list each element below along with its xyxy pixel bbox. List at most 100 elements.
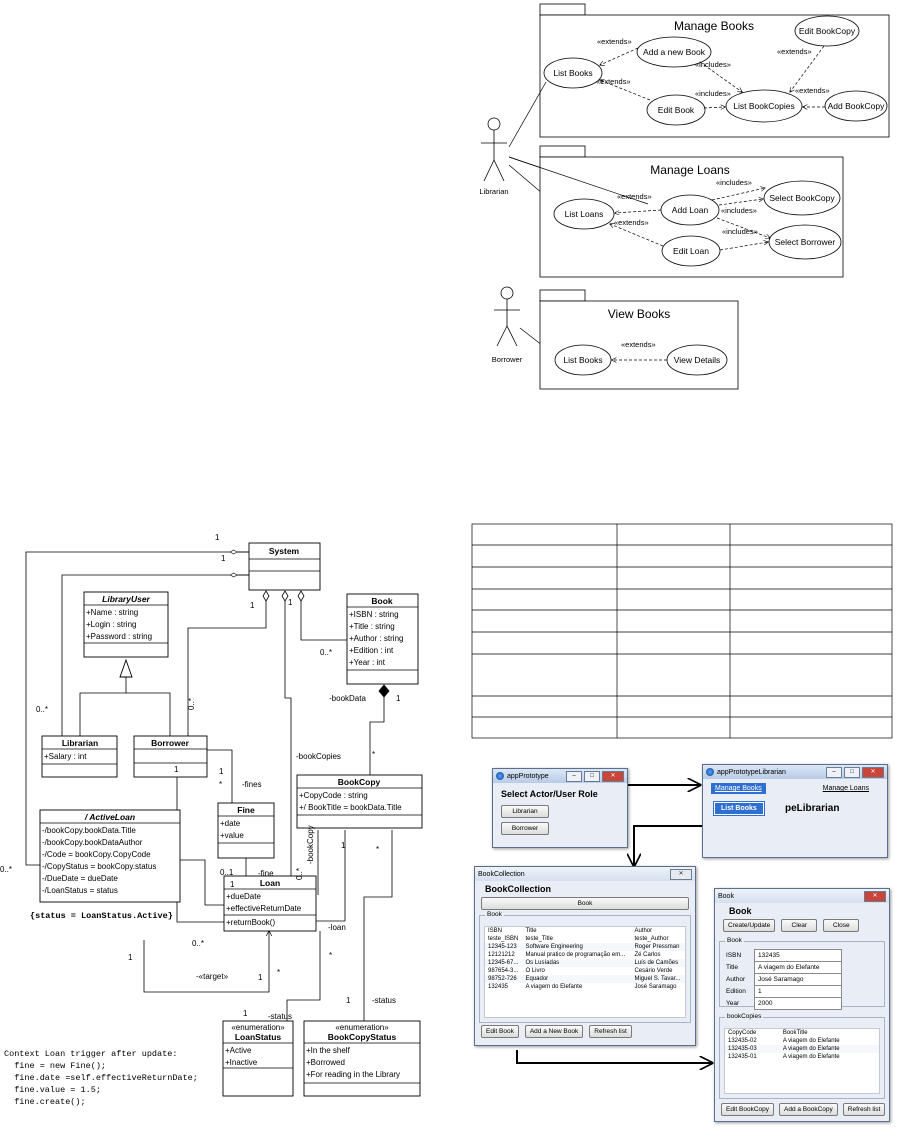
actor-borrower-label: Borrower <box>492 355 523 364</box>
actor-borrower <box>494 286 520 347</box>
close-button[interactable]: Close <box>823 919 860 932</box>
uc-edit-book: Edit Book <box>658 105 695 115</box>
class-multiplicities: 1 1 1 1 0..* 0..* 0..* -bookData 1 -book… <box>0 533 401 1021</box>
svg-text:LoanStatus: LoanStatus <box>235 1032 282 1042</box>
svg-text:*: * <box>219 780 222 789</box>
svg-text:-status: -status <box>268 1012 292 1021</box>
svg-text:+returnBook(): +returnBook() <box>226 918 275 927</box>
svg-text:+Name : string: +Name : string <box>86 608 138 617</box>
close-icon[interactable]: ✕ <box>670 868 692 880</box>
col-header[interactable]: Author <box>634 928 653 934</box>
close-icon[interactable]: ✕ <box>602 770 624 782</box>
app-orb-icon <box>496 772 504 780</box>
col-header[interactable]: BookTitle <box>782 1030 808 1036</box>
field-label: Author <box>726 975 746 983</box>
svg-text:-/CopyStatus = bookCopy.status: -/CopyStatus = bookCopy.status <box>42 862 156 871</box>
uc-view-details: View Details <box>674 355 721 365</box>
svg-text:«extends»: «extends» <box>597 37 632 46</box>
edit-bookcopy-button[interactable]: Edit BookCopy <box>721 1103 774 1116</box>
svg-text:+ISBN : string: +ISBN : string <box>349 610 399 619</box>
svg-text:-fines: -fines <box>242 780 262 789</box>
svg-text:-/DueDate = dueDate: -/DueDate = dueDate <box>42 874 118 883</box>
uc-list-books: List Books <box>553 68 592 78</box>
svg-text:«extends»: «extends» <box>777 47 812 56</box>
menu-dropdown: List Books <box>713 801 765 816</box>
menu-list-books[interactable]: List Books <box>715 803 763 814</box>
uc-edit-bookcopy: Edit BookCopy <box>799 26 856 36</box>
svg-text:+For reading in the Library: +For reading in the Library <box>306 1070 400 1079</box>
svg-text:*: * <box>372 750 375 759</box>
svg-text:BookCopy: BookCopy <box>338 777 381 787</box>
field-label: Edition <box>726 987 746 995</box>
year-field[interactable]: 2000 <box>754 996 842 1010</box>
uc-add-book: Add a new Book <box>643 47 706 57</box>
svg-text:1: 1 <box>243 1009 248 1018</box>
system-diamonds <box>119 590 390 698</box>
minimize-icon[interactable]: – <box>566 770 582 782</box>
svg-text:+Login : string: +Login : string <box>86 620 136 629</box>
svg-text:«includes»: «includes» <box>716 178 752 187</box>
svg-text:/ ActiveLoan: / ActiveLoan <box>84 812 135 822</box>
svg-text:1: 1 <box>215 533 220 542</box>
svg-text:Fine: Fine <box>237 805 255 815</box>
maximize-icon[interactable]: □ <box>584 770 600 782</box>
window-app-prototype: appPrototype –□✕ Select Actor/User Role … <box>492 768 628 848</box>
refresh-list-button[interactable]: Refresh list <box>842 1103 886 1116</box>
librarian-button[interactable]: Librarian <box>501 805 549 818</box>
svg-text:+effectiveReturnDate: +effectiveReturnDate <box>226 904 302 913</box>
group-label: Book <box>725 937 744 944</box>
close-icon[interactable]: ✕ <box>864 890 886 902</box>
svg-text:Borrower: Borrower <box>151 738 189 748</box>
svg-text:+date: +date <box>220 819 241 828</box>
bc-heading: BookCollection <box>485 884 552 894</box>
svg-text:1: 1 <box>288 598 293 607</box>
uc-add-loan: Add Loan <box>672 205 709 215</box>
svg-text:«includes»: «includes» <box>722 227 758 236</box>
package-title: Manage Books <box>674 19 754 33</box>
col-header[interactable]: CopyCode <box>728 1030 757 1036</box>
window-title: appPrototype <box>507 772 549 780</box>
uc-edit-loan: Edit Loan <box>673 246 709 256</box>
bc-book-button[interactable]: Book <box>481 897 689 910</box>
minimize-icon[interactable]: – <box>826 766 842 778</box>
window-title: BookCollection <box>478 870 525 878</box>
close-icon[interactable]: ✕ <box>862 766 884 778</box>
bk-toolbar: Create/Update Clear Close <box>715 919 889 932</box>
edit-book-button[interactable]: Edit Book <box>481 1025 519 1038</box>
refresh-list-button[interactable]: Refresh list <box>589 1025 632 1038</box>
svg-text:Loan: Loan <box>260 878 280 888</box>
svg-text:System: System <box>269 546 300 556</box>
col-header[interactable]: ISBN <box>488 928 503 934</box>
borrower-button[interactable]: Borrower <box>501 822 549 835</box>
svg-text:1: 1 <box>258 973 263 982</box>
class-system: System <box>248 542 321 591</box>
create-update-button[interactable]: Create/Update <box>723 919 776 932</box>
menu-manage-books[interactable]: Manage Books <box>711 783 766 794</box>
col-header[interactable]: Title <box>525 928 537 934</box>
svg-text:+Title : string: +Title : string <box>349 622 395 631</box>
svg-text:+Password : string: +Password : string <box>86 632 152 641</box>
maximize-icon[interactable]: □ <box>844 766 860 778</box>
svg-text:0..*: 0..* <box>320 648 332 657</box>
svg-text:*: * <box>329 951 332 960</box>
svg-text:«enumeration»: «enumeration» <box>231 1023 285 1032</box>
svg-text:1: 1 <box>174 765 179 774</box>
add-new-book-button[interactable]: Add a New Book <box>524 1025 584 1038</box>
add-bookcopy-button[interactable]: Add a BookCopy <box>779 1103 838 1116</box>
menu-manage-loans[interactable]: Manage Loans <box>822 785 869 792</box>
svg-text:«extends»: «extends» <box>621 340 656 349</box>
package-title: Manage Loans <box>650 163 729 177</box>
group-label: Book <box>485 911 504 918</box>
clear-button[interactable]: Clear <box>781 919 818 932</box>
